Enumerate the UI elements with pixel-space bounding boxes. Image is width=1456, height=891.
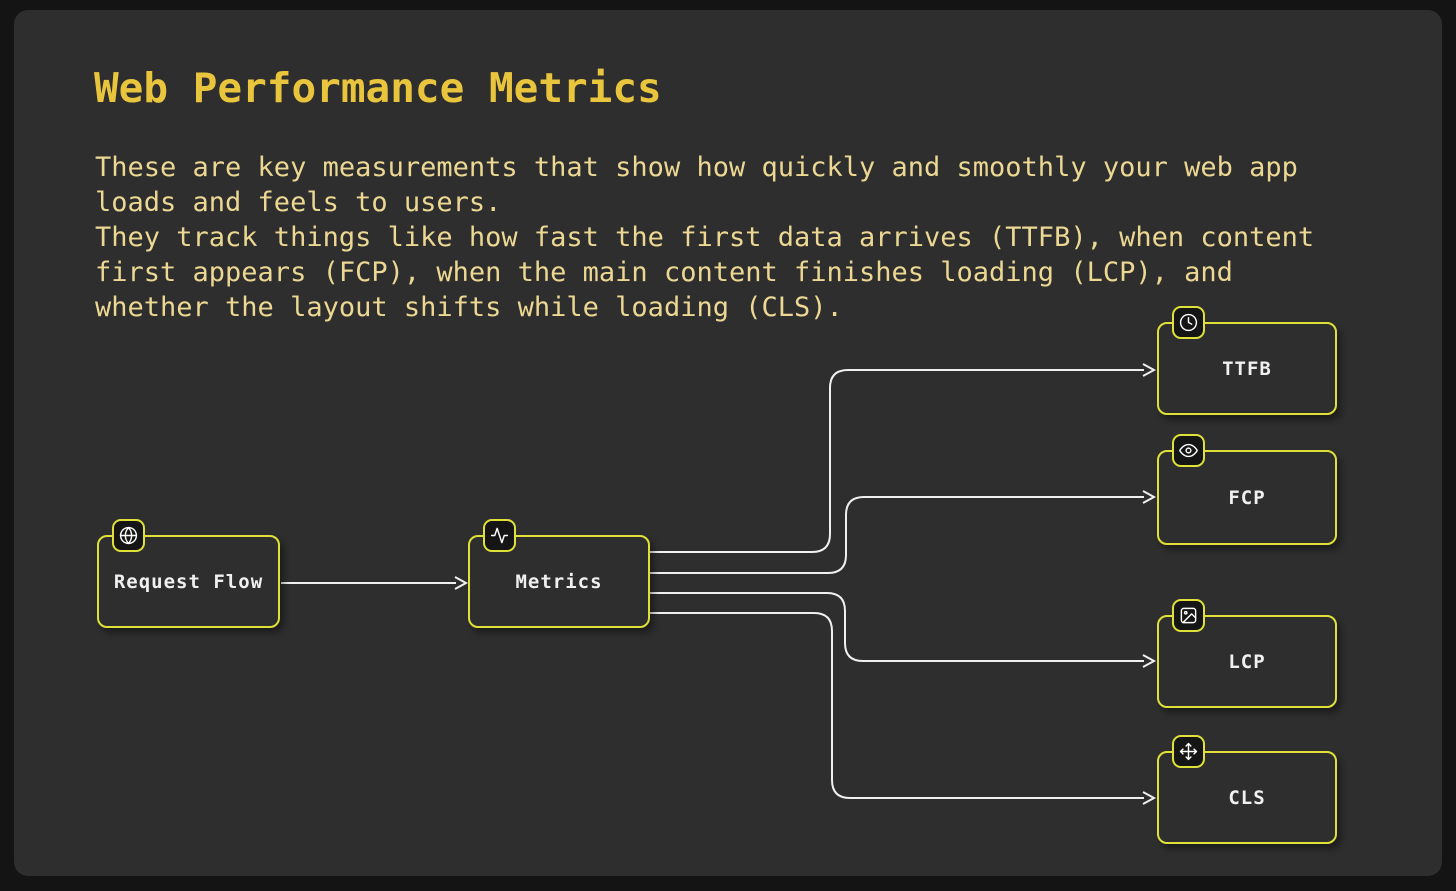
content-panel: Web Performance Metrics These are key me… (14, 10, 1442, 876)
globe-icon (112, 519, 145, 552)
diagram-node-cls: CLS (1157, 735, 1337, 844)
description-line: They track things like how fast the firs… (95, 222, 1315, 253)
node-label-fcp: FCP (1228, 486, 1266, 509)
node-label-lcp: LCP (1228, 650, 1266, 673)
node-label-metrics: Metrics (515, 570, 603, 593)
move-icon (1172, 735, 1205, 768)
clock-icon (1172, 306, 1205, 339)
node-label-cls: CLS (1228, 786, 1266, 809)
eye-icon (1172, 434, 1205, 467)
image-icon (1172, 599, 1205, 632)
diagram-node-lcp: LCP (1157, 599, 1337, 708)
node-label-request-flow: Request Flow (113, 570, 264, 593)
node-label-ttfb: TTFB (1222, 357, 1272, 380)
description: These are key measurements that show how… (95, 150, 1314, 325)
diagram-node-ttfb: TTFB (1157, 306, 1337, 415)
description-line: first appears (FCP), when the main conte… (95, 257, 1233, 288)
page-title: Web Performance Metrics (94, 64, 662, 112)
diagram-node-fcp: FCP (1157, 434, 1337, 545)
diagram-node-metrics: Metrics (468, 519, 650, 628)
diagram-node-request-flow: Request Flow (97, 519, 280, 628)
activity-icon (483, 519, 516, 552)
description-line: whether the layout shifts while loading … (95, 292, 843, 323)
description-line: These are key measurements that show how… (95, 152, 1298, 183)
description-line: loads and feels to users. (95, 187, 502, 218)
